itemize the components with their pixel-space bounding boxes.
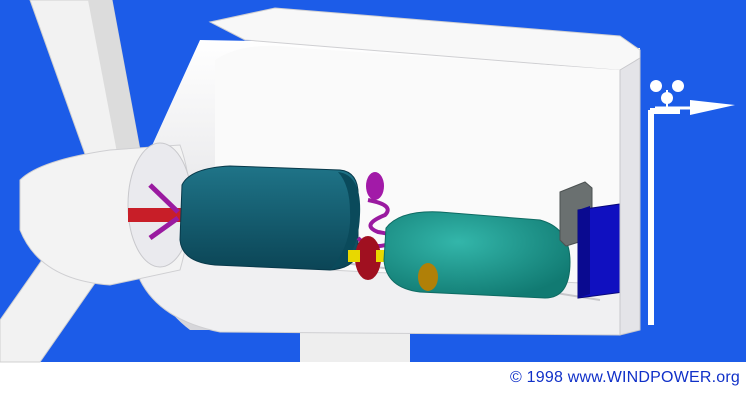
copyright-text: © 1998 www.WINDPOWER.org bbox=[510, 369, 740, 387]
tower bbox=[300, 330, 410, 362]
anemometer-cup-1 bbox=[650, 80, 662, 92]
generator bbox=[384, 212, 570, 298]
controller-cabinet-side bbox=[578, 206, 590, 298]
brake-hydraulic-reservoir bbox=[366, 172, 384, 200]
nacelle-rear-wall bbox=[620, 58, 640, 335]
coupling-left bbox=[348, 250, 360, 262]
gearbox bbox=[180, 166, 358, 270]
sensor-mast bbox=[648, 110, 654, 325]
anemometer-cup-2 bbox=[672, 80, 684, 92]
generator-terminal bbox=[418, 263, 438, 291]
